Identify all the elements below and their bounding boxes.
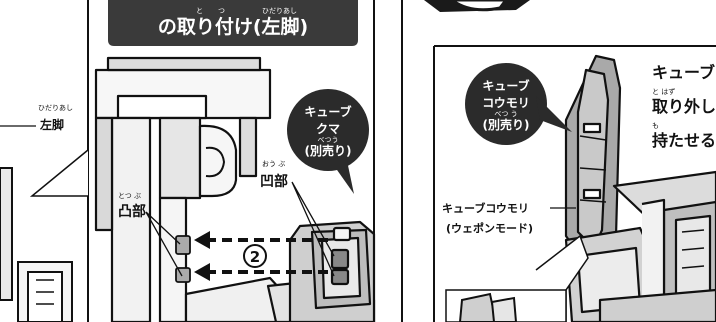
- instruction-line1: キューブ: [652, 63, 715, 82]
- heading-ruby-1: と: [196, 7, 203, 15]
- bubble-bear-ruby: べつう: [318, 136, 339, 144]
- arrow-heads: [194, 231, 210, 281]
- bubble-bat-line1: キューブ: [482, 78, 529, 93]
- bubble-bat-line2: コウモリ: [482, 96, 530, 110]
- step-number-circle: [243, 244, 267, 268]
- bump-label: 凸部: [118, 203, 146, 220]
- edge-label: 左脚: [39, 117, 64, 132]
- cube-bear-part: [288, 220, 376, 322]
- heading-ruby-2: つ: [218, 7, 225, 15]
- instruction-line3: 持たせる: [652, 131, 716, 150]
- inset-robot-fragment: [458, 292, 518, 322]
- bubble-bear-line2: クマ: [316, 122, 340, 136]
- part-label-line1: キューブコウモリ: [442, 201, 529, 215]
- recess-label: 凹部: [260, 173, 288, 190]
- instruction-line2: 取り外し: [652, 97, 716, 116]
- heading-plate: [108, 0, 358, 46]
- bubble-bear-line3: (別売り): [305, 143, 352, 158]
- bump-label-ruby: とつ ぶ: [118, 192, 141, 200]
- banner-lettering: [449, 0, 508, 12]
- section-heading: の取り付け(左脚): [158, 15, 308, 38]
- robot-right-lines: [681, 229, 705, 269]
- edge-label-ruby: ひだりあし: [38, 104, 73, 112]
- bump-leaders: [145, 211, 183, 277]
- part-label-line2: (ウェポンモード): [446, 221, 533, 235]
- recess-leaders: [291, 181, 335, 277]
- bubble-bat-line3: (別売り): [483, 117, 530, 132]
- instruction-line3-ruby: も: [652, 122, 659, 130]
- bubble-cube-bat: キューブ コウモリ べつ う (別売り): [465, 63, 572, 145]
- robot-right: [564, 170, 716, 322]
- insertion-arrows: [206, 238, 334, 274]
- cube-bat-weapon: [564, 54, 622, 264]
- robot-leg-fragment: [0, 167, 73, 322]
- bubble-cube-bear: キューブ クマ べつう (別売り): [287, 89, 369, 194]
- instruction-line2-ruby: と はず: [652, 87, 675, 96]
- heading-ruby-3: ひだりあし: [262, 7, 297, 15]
- bubble-bat-ruby: べつ う: [494, 110, 517, 118]
- step-number: 2: [250, 248, 260, 266]
- callout-pointer-left: [29, 149, 89, 197]
- recess-label-ruby: おう ぶ: [262, 160, 285, 168]
- bubble-bear-line1: キューブ: [304, 104, 351, 119]
